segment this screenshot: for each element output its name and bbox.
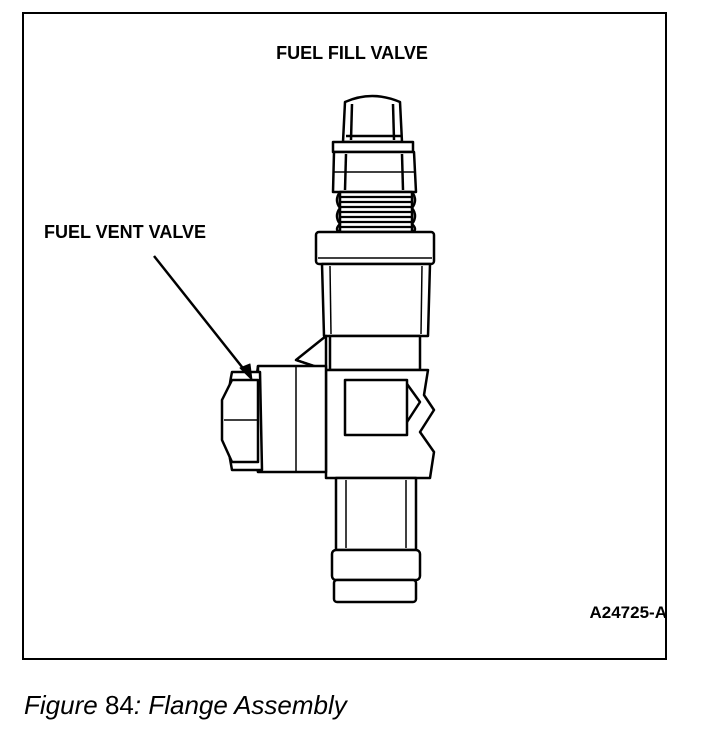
fill-valve-cap xyxy=(331,94,415,154)
part-code: A24725-A xyxy=(589,603,668,622)
fuel-vent-valve-label: FUEL VENT VALVE xyxy=(44,222,207,242)
fill-valve-hex xyxy=(331,150,418,194)
fill-valve-threads xyxy=(335,190,417,234)
fuel-fill-valve-label: FUEL FILL VALVE xyxy=(276,43,428,63)
figure-caption: Figure 84: Flange Assembly xyxy=(24,690,347,721)
lower-tube xyxy=(330,476,422,604)
caption-separator: : xyxy=(133,690,142,720)
flange-upper-body xyxy=(320,262,432,372)
vent-valve-leader xyxy=(153,255,253,381)
caption-prefix: Figure xyxy=(24,690,98,720)
caption-number: 84 xyxy=(104,690,134,720)
tee-block xyxy=(324,368,436,480)
figure-frame xyxy=(22,12,667,660)
vent-valve-body xyxy=(220,364,328,474)
flange-collar xyxy=(314,230,436,266)
caption-title: Flange Assembly xyxy=(148,690,347,720)
